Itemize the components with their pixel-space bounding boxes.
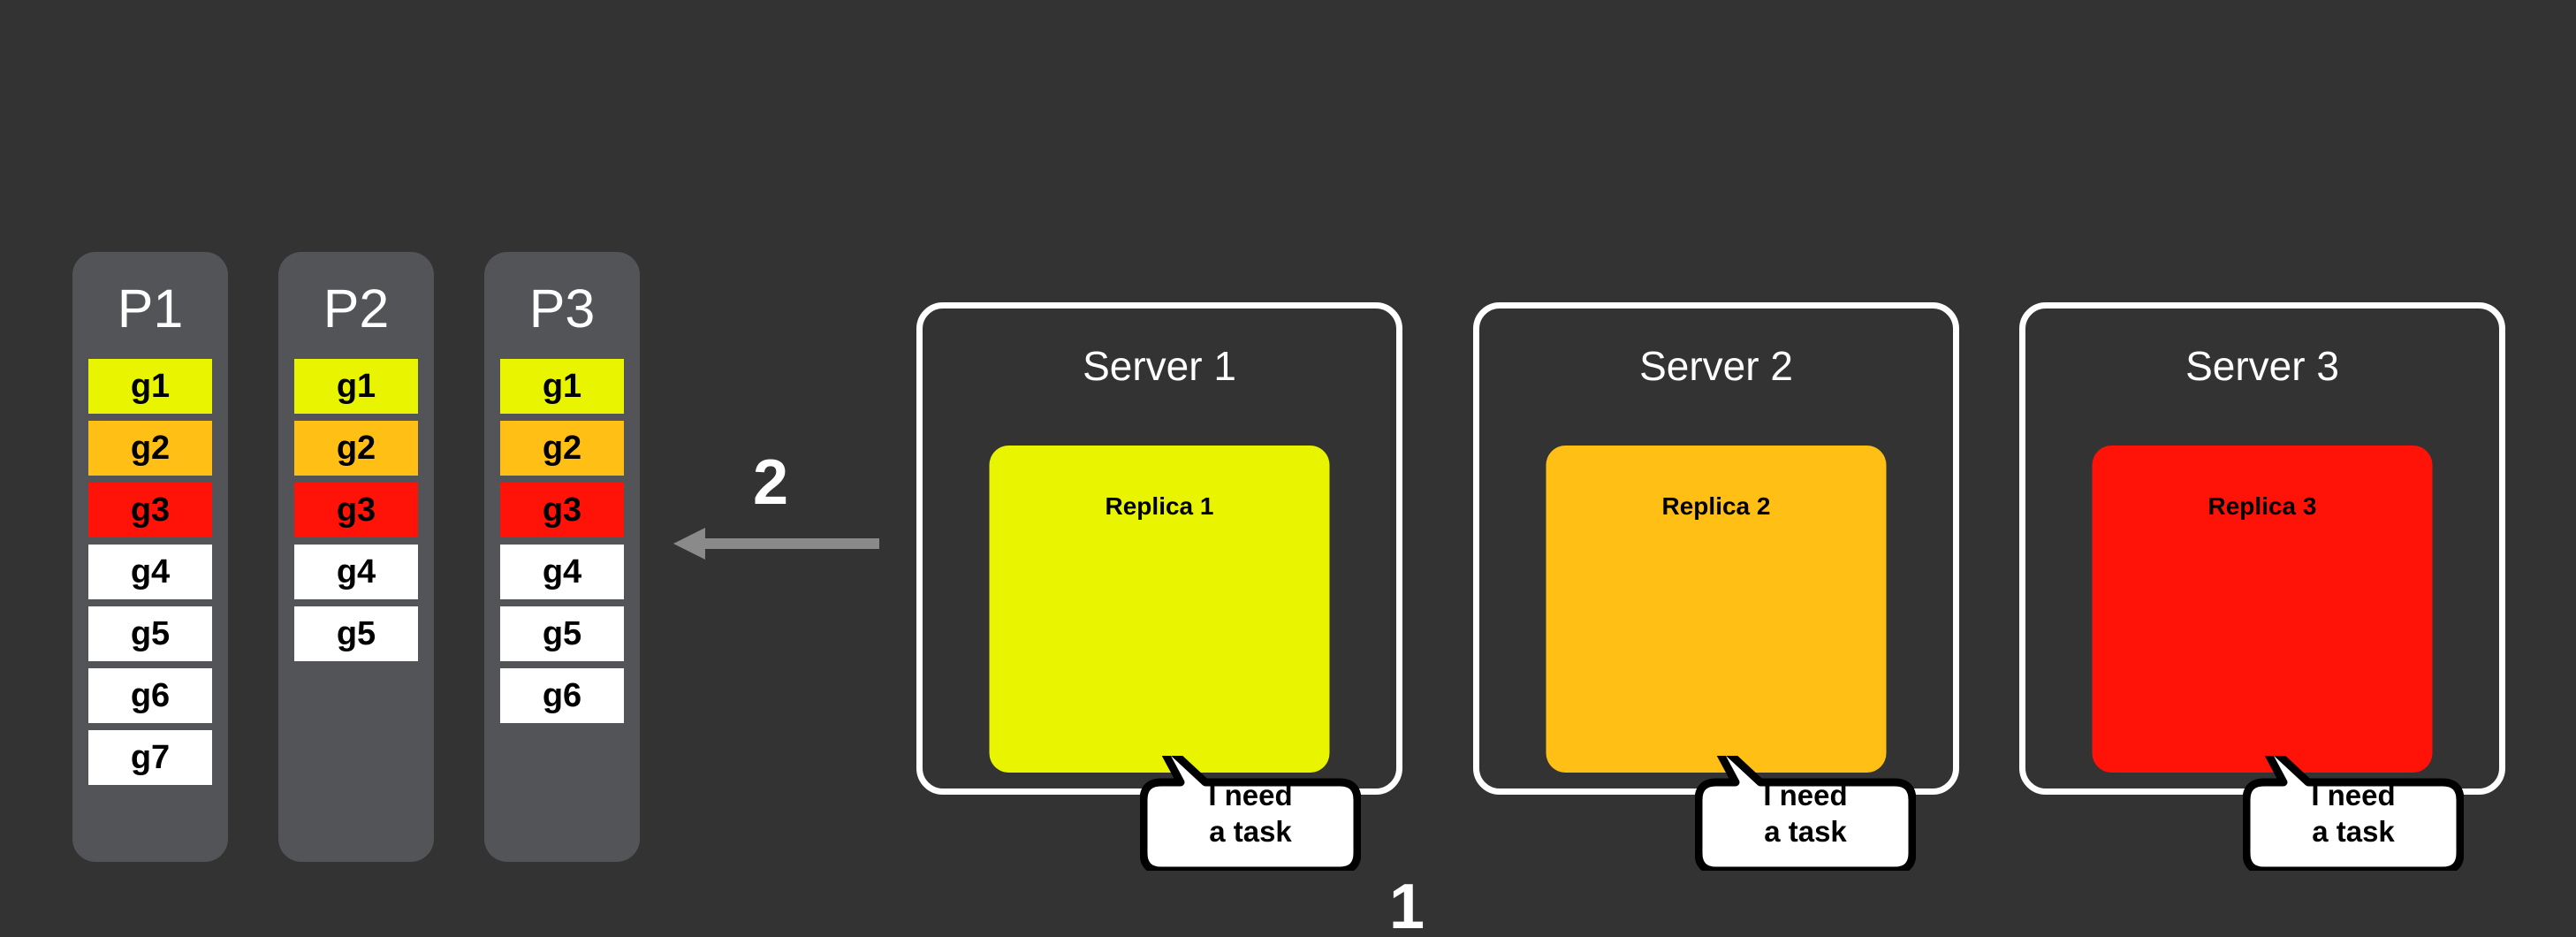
partition-slot: g4 xyxy=(294,545,418,599)
partition-slot-list: g1 g2 g3 g4 g5 g6 xyxy=(484,359,640,723)
partition-column-p3: P3 g1 g2 g3 g4 g5 g6 xyxy=(484,252,640,862)
partition-slot: g5 xyxy=(294,606,418,661)
arrow-left-icon xyxy=(672,526,879,561)
replica-label: Replica 3 xyxy=(2207,492,2317,520)
partition-slot-list: g1 g2 g3 g4 g5 xyxy=(278,359,434,661)
step-label-two: 2 xyxy=(753,447,789,518)
replica-box-2: Replica 2 xyxy=(1546,446,1887,773)
speech-bubble-server-3: I need a task xyxy=(2242,732,2465,875)
partition-title: P2 xyxy=(323,278,390,339)
partition-slot: g5 xyxy=(88,606,212,661)
partition-slot-list: g1 g2 g3 g4 g5 g6 g7 xyxy=(72,359,228,785)
partition-slot: g6 xyxy=(500,668,624,723)
partition-title: P3 xyxy=(528,278,596,339)
partition-slot: g1 xyxy=(294,359,418,414)
server-title: Server 1 xyxy=(1083,343,1236,389)
speech-bubble-server-2: I need a task xyxy=(1694,732,1917,875)
server-title: Server 2 xyxy=(1639,343,1793,389)
partition-slot: g5 xyxy=(500,606,624,661)
partition-slot: g4 xyxy=(88,545,212,599)
partition-slot: g3 xyxy=(294,483,418,537)
replica-box-1: Replica 1 xyxy=(989,446,1330,773)
partition-slot: g3 xyxy=(88,483,212,537)
replica-label: Replica 1 xyxy=(1105,492,1214,520)
server-box-1: Server 1 Replica 1 xyxy=(916,302,1402,795)
partition-slot: g4 xyxy=(500,545,624,599)
partition-slot: g3 xyxy=(500,483,624,537)
replica-box-3: Replica 3 xyxy=(2092,446,2433,773)
server-title: Server 3 xyxy=(2185,343,2339,389)
partition-title: P1 xyxy=(117,278,184,339)
partition-slot: g2 xyxy=(500,421,624,476)
step-label-one: 1 xyxy=(1389,872,1425,937)
partition-slot: g1 xyxy=(88,359,212,414)
partition-slot: g1 xyxy=(500,359,624,414)
partition-slot: g7 xyxy=(88,730,212,785)
partition-slot: g2 xyxy=(294,421,418,476)
speech-bubble-server-1: I need a task xyxy=(1139,732,1362,875)
server-box-3: Server 3 Replica 3 xyxy=(2019,302,2505,795)
server-box-2: Server 2 Replica 2 xyxy=(1473,302,1959,795)
partition-column-p2: P2 g1 g2 g3 g4 g5 xyxy=(278,252,434,862)
partition-slot: g2 xyxy=(88,421,212,476)
partition-slot: g6 xyxy=(88,668,212,723)
partition-column-p1: P1 g1 g2 g3 g4 g5 g6 g7 xyxy=(72,252,228,862)
replica-label: Replica 2 xyxy=(1661,492,1771,520)
